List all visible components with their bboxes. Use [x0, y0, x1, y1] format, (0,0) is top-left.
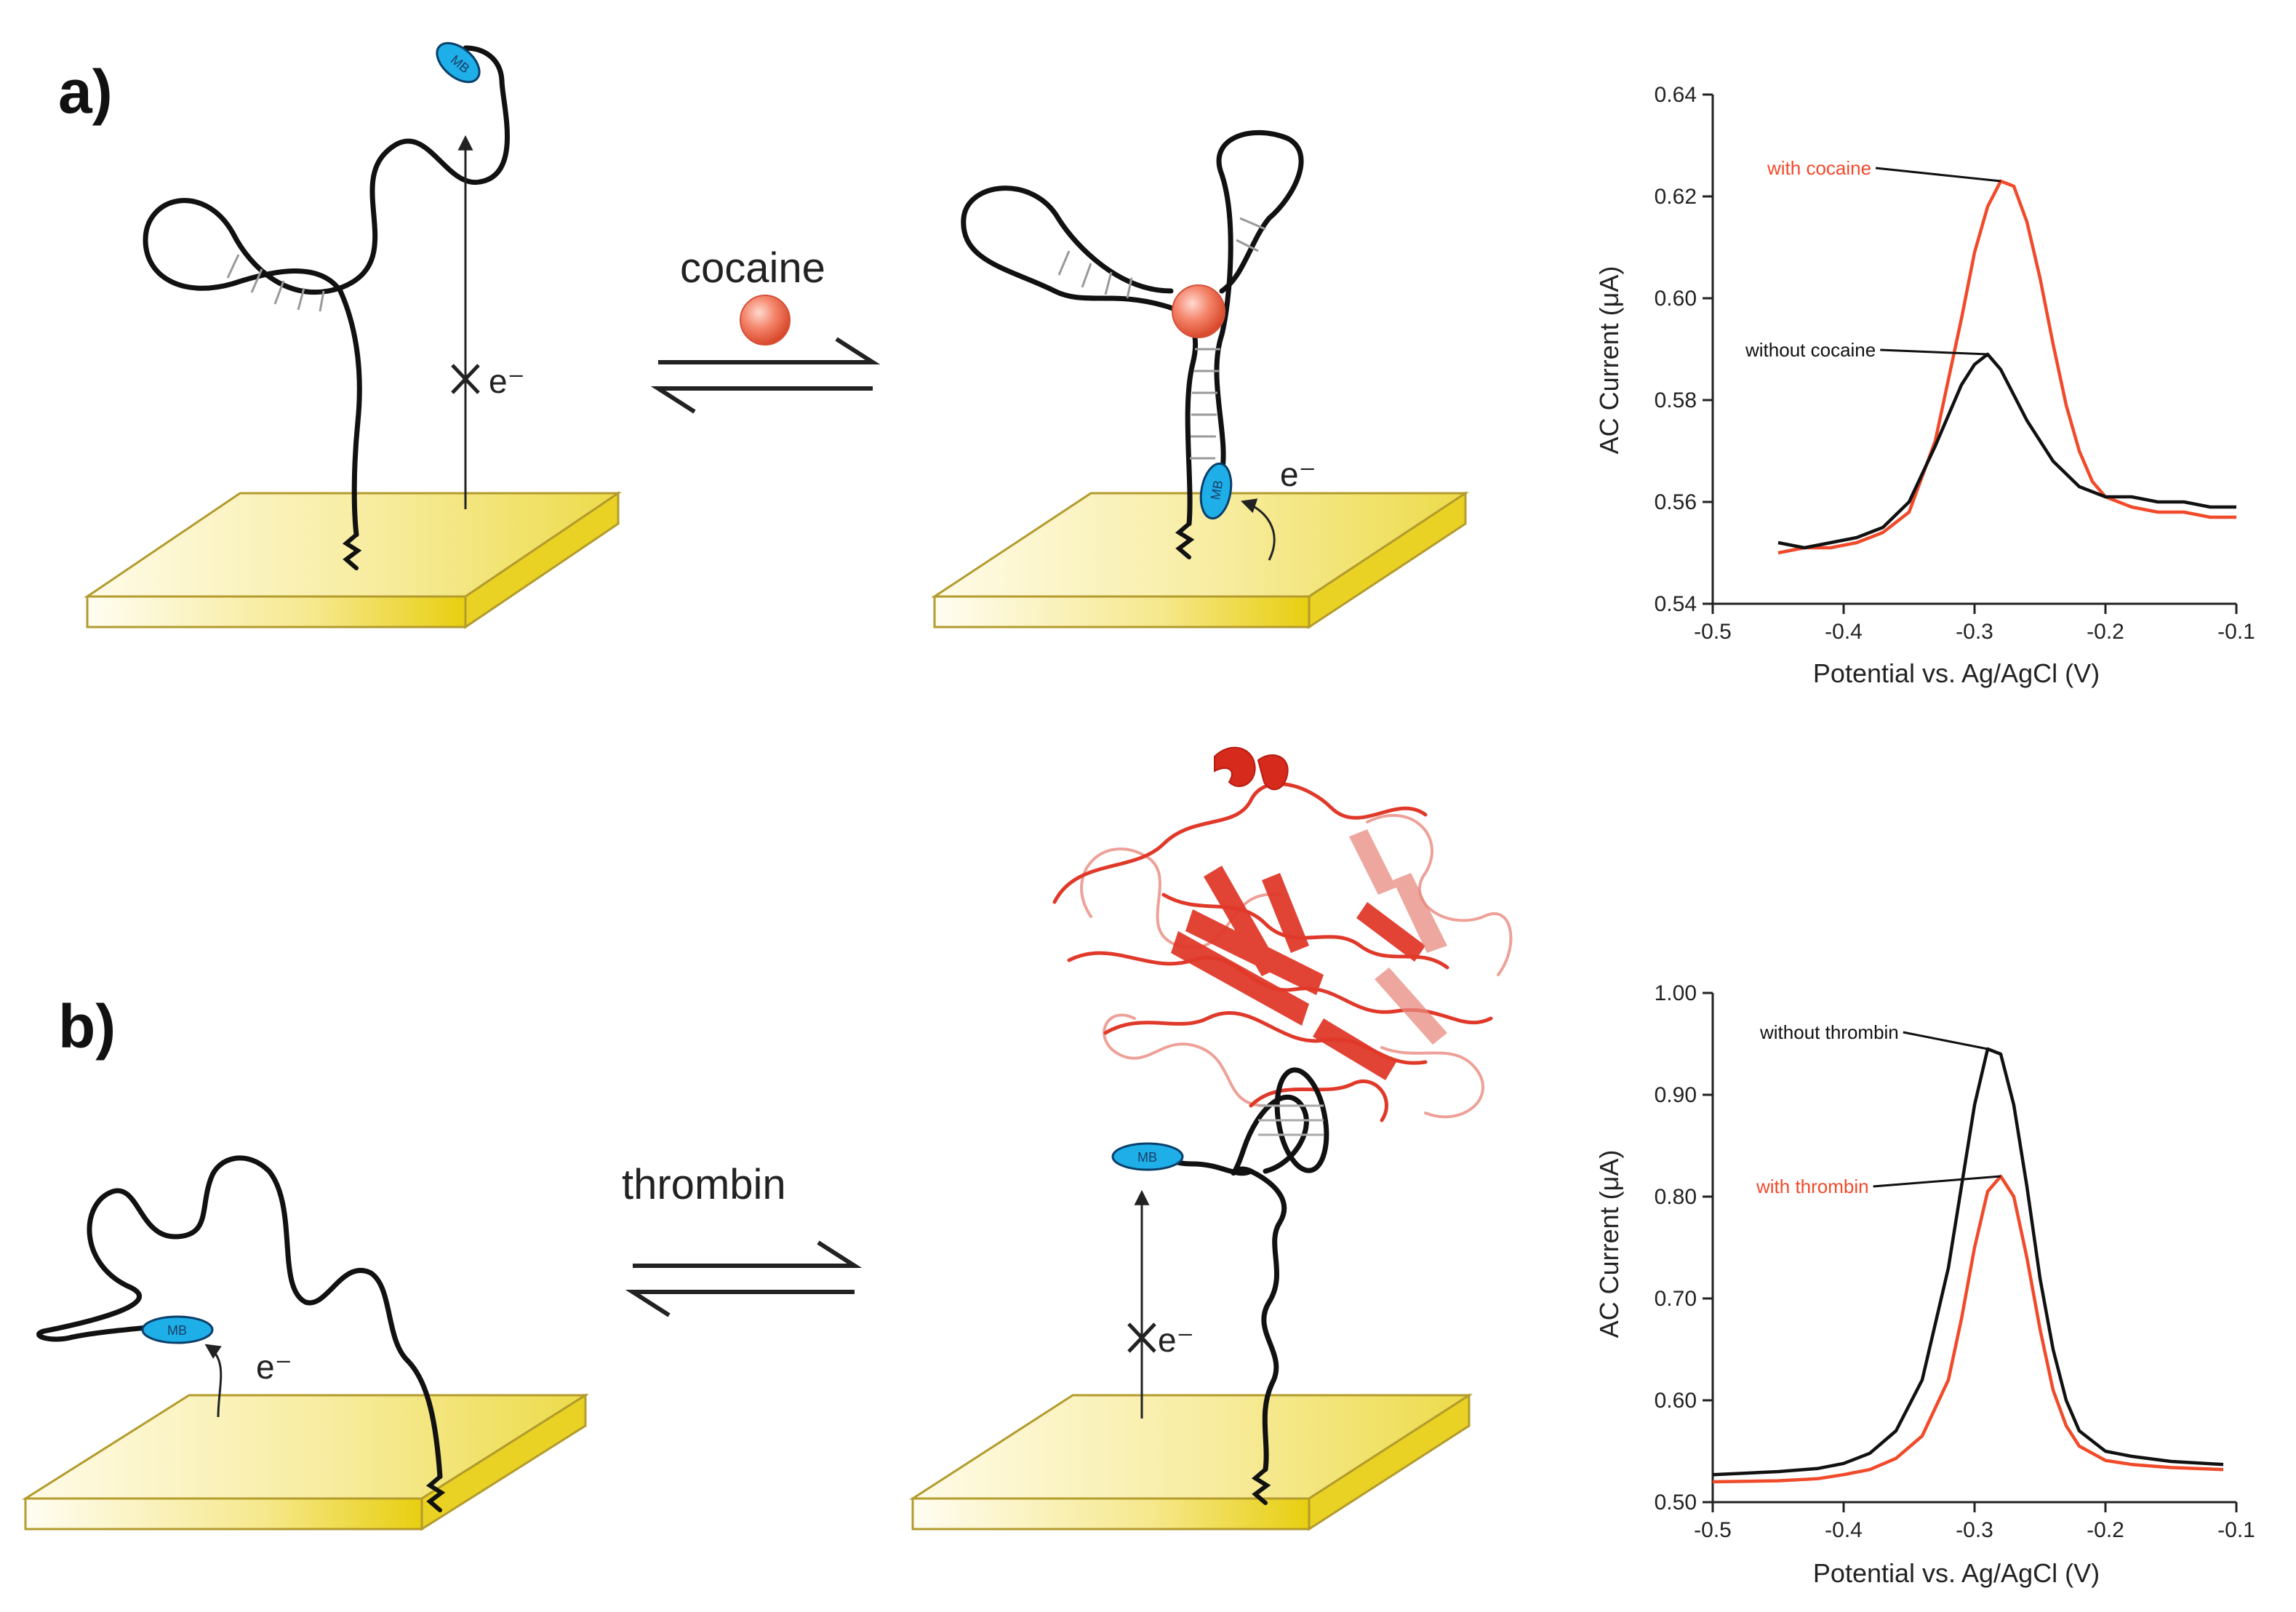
panel-b-equilibrium: thrombin — [622, 1161, 863, 1317]
panel-b-left-electron-label: e⁻ — [256, 1348, 292, 1386]
panel-b-left-electron-transfer-arrow: e⁻ — [204, 1344, 292, 1418]
x-tick-label: -0.1 — [2217, 620, 2255, 644]
y-tick-label: 0.62 — [1655, 185, 1697, 209]
series-line — [1777, 352, 2236, 550]
y-tick-label: 0.64 — [1655, 83, 1697, 107]
panel-a-left-base-pairs — [226, 254, 325, 312]
annotation-leader-line — [1903, 1031, 1988, 1050]
chart-thrombin-ylabel: AC Current (μA) — [1594, 1150, 1624, 1338]
x-tick-label: -0.3 — [1956, 620, 1993, 644]
x-tick-label: -0.5 — [1694, 1518, 1732, 1542]
y-tick-label: 1.00 — [1655, 981, 1697, 1005]
chart-cocaine-xlabel: Potential vs. Ag/AgCl (V) — [1813, 658, 2100, 688]
panel-a-equilibrium: cocaine — [650, 244, 881, 414]
annotation-leader-line — [1880, 348, 1988, 356]
series-line — [1712, 1174, 2224, 1484]
cocaine-molecule-icon — [740, 295, 791, 346]
panel-b-right-quadruplex-pairs — [1258, 1104, 1324, 1136]
panel-a-left-aptamer — [143, 45, 510, 570]
series-annotation: with cocaine — [1767, 157, 1871, 179]
y-tick-label: 0.54 — [1655, 592, 1697, 616]
series-annotation: with thrombin — [1756, 1176, 1869, 1197]
x-tick-label: -0.1 — [2217, 1518, 2255, 1542]
y-tick-label: 0.58 — [1655, 388, 1697, 412]
chart-cocaine-ylabel: AC Current (μA) — [1594, 266, 1624, 455]
panel-b-right-blocked-transfer-arrow: e⁻ — [1127, 1189, 1194, 1419]
x-tick-label: -0.2 — [2087, 1518, 2124, 1542]
y-tick-label: 0.56 — [1655, 490, 1697, 514]
thrombin-protein-icon — [1052, 746, 1513, 1122]
panel-b-right-electron-label: e⁻ — [1158, 1321, 1194, 1359]
chart-cocaine: AC Current (μA) Potential vs. Ag/AgCl (V… — [1594, 83, 2255, 688]
svg-text:MB: MB — [167, 1323, 187, 1338]
x-tick-label: -0.4 — [1825, 620, 1863, 644]
svg-text:MB: MB — [1208, 479, 1225, 501]
y-tick-label: 0.70 — [1655, 1287, 1697, 1311]
chart-thrombin: AC Current (μA) Potential vs. Ag/AgCl (V… — [1594, 981, 2255, 1588]
panel-a-right-mb-tag: MB — [1199, 462, 1233, 520]
panel-a-right-electron-transfer-arrow: e⁻ — [1241, 455, 1316, 561]
panel-b-analyte-label: thrombin — [622, 1161, 786, 1208]
panel-b-left-mb-tag: MB — [141, 1315, 214, 1344]
y-tick-label: 0.50 — [1655, 1491, 1697, 1515]
panel-b-left-electrode — [21, 1393, 590, 1531]
panel-a-right-electrode — [931, 491, 1469, 629]
panel-a-right-base-pairs — [1057, 217, 1266, 460]
annotation-leader-line — [1873, 1175, 2001, 1188]
series-annotation: without thrombin — [1759, 1021, 1899, 1043]
x-tick-label: -0.3 — [1956, 1518, 1993, 1542]
panel-a-right-aptamer — [961, 129, 1304, 559]
panel-a-left-blocked-transfer-arrow: e⁻ — [451, 135, 525, 509]
panel-a-right-electron-label: e⁻ — [1280, 455, 1316, 493]
bound-cocaine-molecule-icon — [1172, 284, 1225, 338]
x-tick-label: -0.4 — [1825, 1518, 1863, 1542]
panel-a-left-electrode — [84, 491, 622, 629]
panel-b-right-electrode — [908, 1393, 1473, 1531]
y-tick-label: 0.60 — [1655, 1389, 1697, 1413]
panel-a-left-electron-label: e⁻ — [489, 362, 525, 400]
series-line — [1777, 179, 2236, 555]
series-annotation: without cocaine — [1745, 339, 1876, 361]
panel-a-label: a) — [58, 57, 113, 126]
y-tick-label: 0.80 — [1655, 1185, 1697, 1209]
chart-thrombin-xlabel: Potential vs. Ag/AgCl (V) — [1813, 1558, 2100, 1588]
series-line — [1712, 1047, 2224, 1477]
annotation-leader-line — [1875, 167, 2001, 183]
x-tick-label: -0.5 — [1694, 620, 1732, 644]
y-tick-label: 0.60 — [1655, 287, 1697, 311]
x-tick-label: -0.2 — [2087, 620, 2124, 644]
panel-a-left-mb-tag: MB — [436, 41, 481, 84]
panel-b-label: b) — [58, 992, 116, 1061]
svg-text:MB: MB — [1137, 1150, 1157, 1165]
panel-b-left-aptamer — [36, 1155, 446, 1512]
panel-b-right-mb-tag: MB — [1111, 1142, 1184, 1171]
y-tick-label: 0.90 — [1655, 1083, 1697, 1107]
panel-a-analyte-label: cocaine — [680, 244, 825, 292]
